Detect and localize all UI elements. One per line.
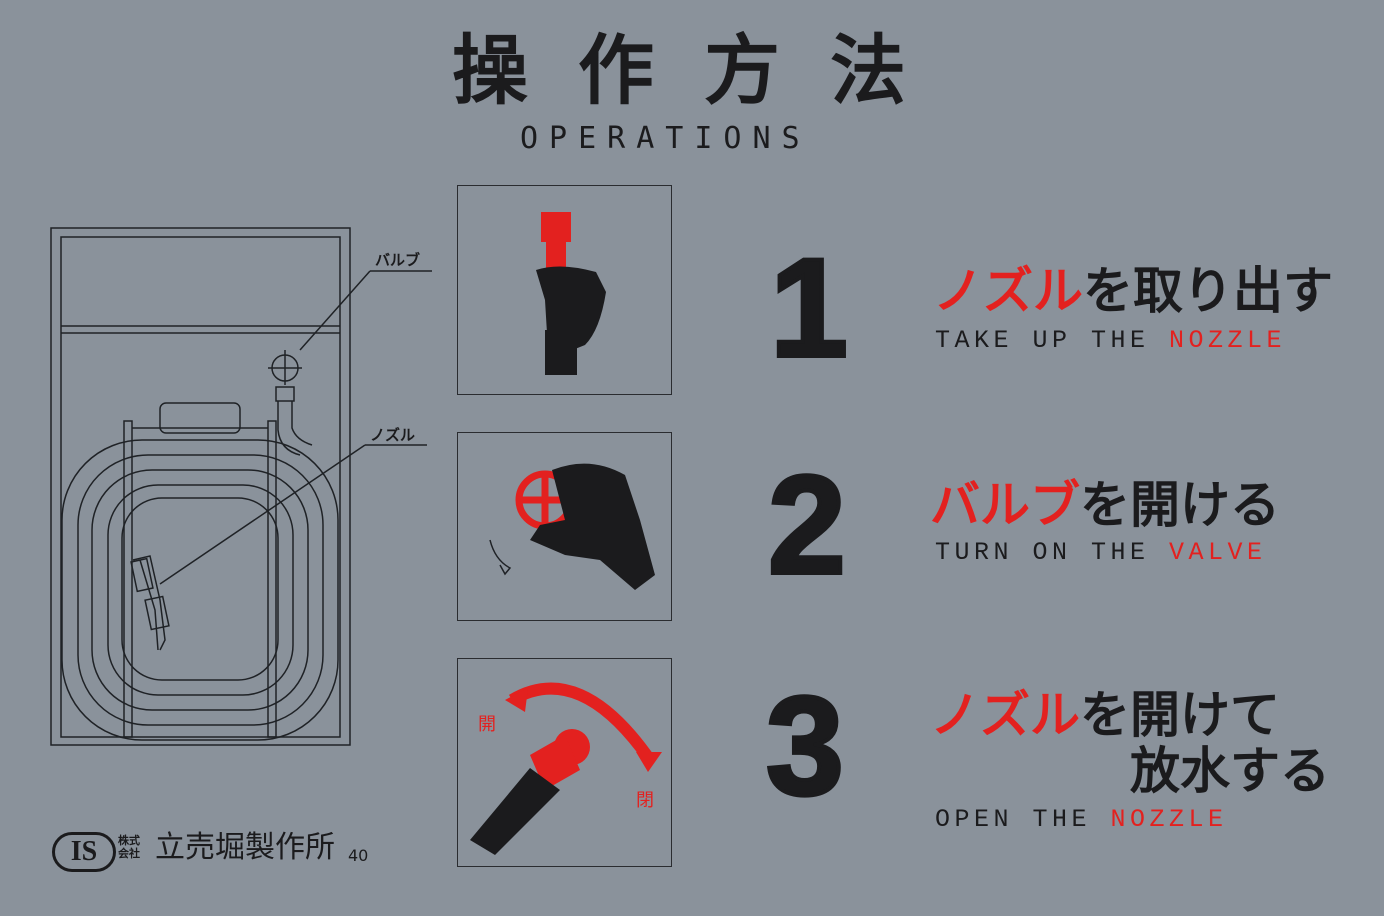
step-1-heading-rest: を取り出す [1083,262,1333,320]
step-2-english: TURN ON THE VALVE [935,538,1267,568]
step-2-illustration [489,463,655,590]
step-3-english-text: OPEN THE [935,805,1111,834]
open-label: 開 [478,714,496,735]
step-3-english: OPEN THE NOZZLE [935,805,1228,835]
step-1-heading: ノズルを取り出す [933,262,1333,320]
page-subtitle: OPERATIONS [520,121,811,156]
nozzle-callout-label: ノズル [370,426,416,444]
step-3-english-red: NOZZLE [1110,805,1228,834]
step-2-heading: バルブを開ける [930,476,1280,534]
company-logo: IS [52,832,116,872]
valve-callout-label: バルブ [375,251,421,269]
close-label: 閉 [636,790,654,811]
company-name: 立売堀製作所 [155,830,335,865]
step-2-panel [457,432,672,621]
step-1-heading-red: ノズル [933,262,1083,320]
step-2-heading-red: バルブ [930,476,1080,534]
step-1-english: TAKE UP THE NOZZLE [935,326,1286,356]
step-1-english-red: NOZZLE [1169,326,1287,355]
step-3-number: 3 [764,667,846,824]
hose-cabinet-diagram [50,227,432,746]
step-1-english-text: TAKE UP THE [935,326,1170,355]
step-1-panel [457,185,672,395]
step-3-illustration [470,682,662,855]
company-prefix: 株式会社 [118,834,140,860]
step-3-heading-rest: を開けて [1080,686,1280,744]
step-3-heading-line2: 放水する [1130,742,1330,800]
sign-code: 40 [348,846,369,865]
step-1-illustration [536,212,606,375]
step-2-english-red: VALVE [1169,538,1267,567]
page-title: 操作方法 [452,26,956,115]
step-1-number: 1 [768,229,850,386]
step-2-heading-rest: を開ける [1080,476,1280,534]
step-3-panel [457,658,672,867]
step-3-heading: ノズルを開けて [930,686,1280,744]
step-3-heading-red: ノズル [930,686,1080,744]
step-2-english-text: TURN ON THE [935,538,1170,567]
step-2-number: 2 [766,446,848,603]
